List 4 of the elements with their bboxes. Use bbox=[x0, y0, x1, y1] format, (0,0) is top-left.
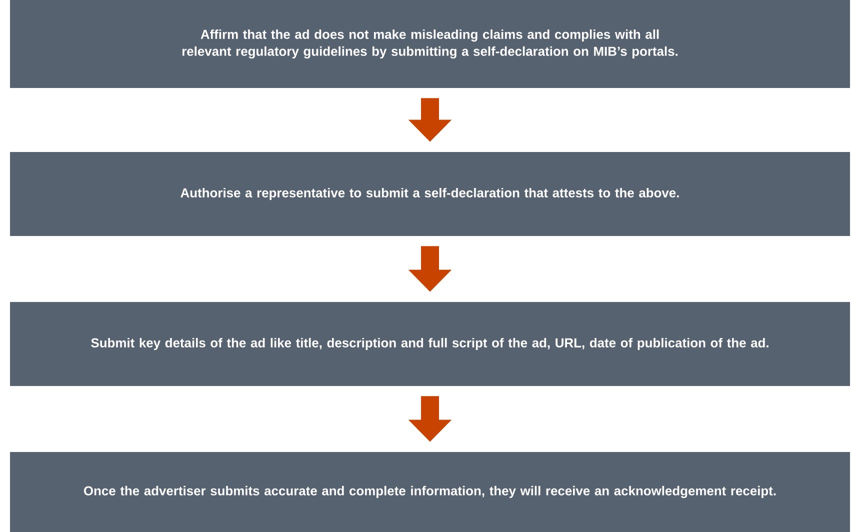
process-box: Once the advertiser submits accurate and complete information, they will receive an acknowledgement receipt. bbox=[10, 452, 850, 532]
process-box: Submit key details of the ad like title, description and full script of the ad, URL, date of publication of the ad. bbox=[10, 302, 850, 386]
process-box: Authorise a representative to submit a self-declaration that attests to the above. bbox=[10, 152, 850, 236]
process-box: Affirm that the ad does not make misleading claims and complies with all relevant regulatory guidelines by submitting a self-declaration on MIB’s portals. bbox=[10, 0, 850, 88]
